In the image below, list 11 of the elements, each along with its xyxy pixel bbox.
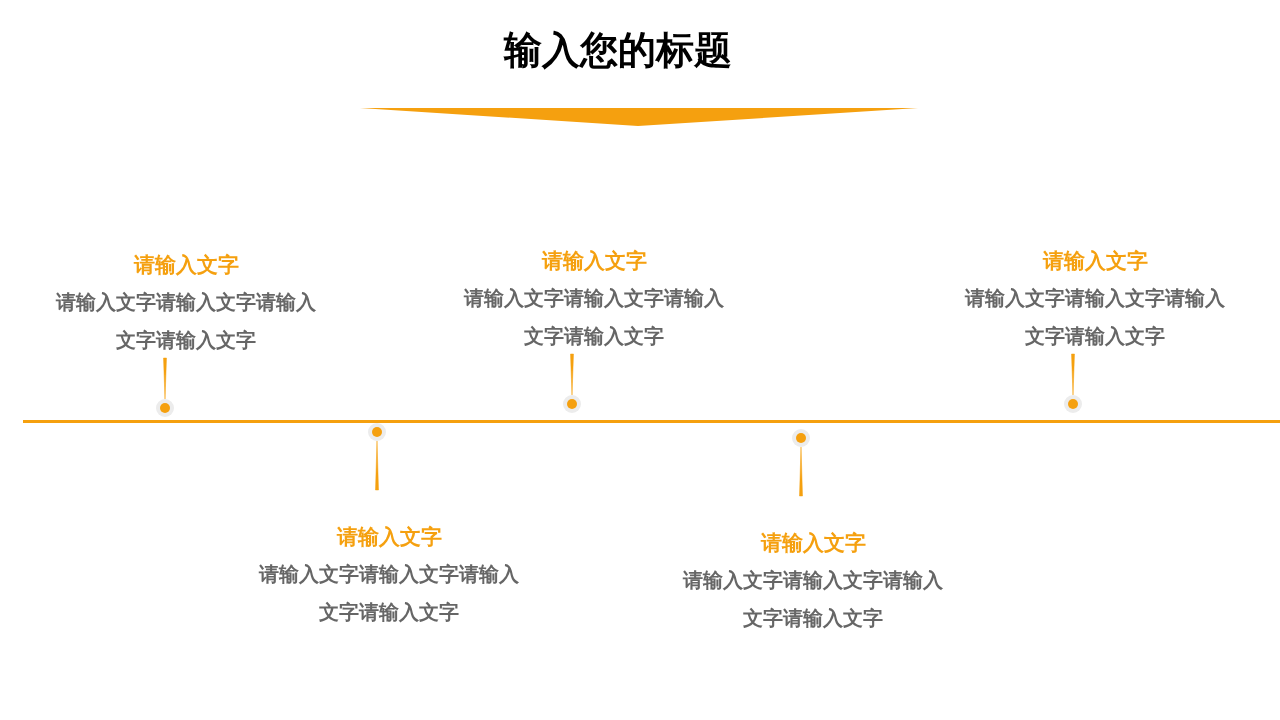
item-heading: 请输入文字 <box>1042 248 1148 275</box>
item-description: 请输入文字请输入文字请输入文字请输入文字 <box>963 286 1226 350</box>
item-heading: 请输入文字 <box>760 530 866 557</box>
item-description: 请输入文字请输入文字请输入文字请输入文字 <box>681 568 944 632</box>
item-heading: 请输入文字 <box>133 252 239 279</box>
item-heading: 请输入文字 <box>541 248 647 275</box>
title: 输入您的标题 <box>502 27 733 74</box>
item-description: 请输入文字请输入文字请输入文字请输入文字 <box>462 286 725 350</box>
item-heading: 请输入文字 <box>336 524 442 551</box>
item-description: 请输入文字请输入文字请输入文字请输入文字 <box>54 290 317 354</box>
item-description: 请输入文字请输入文字请输入文字请输入文字 <box>257 562 520 626</box>
